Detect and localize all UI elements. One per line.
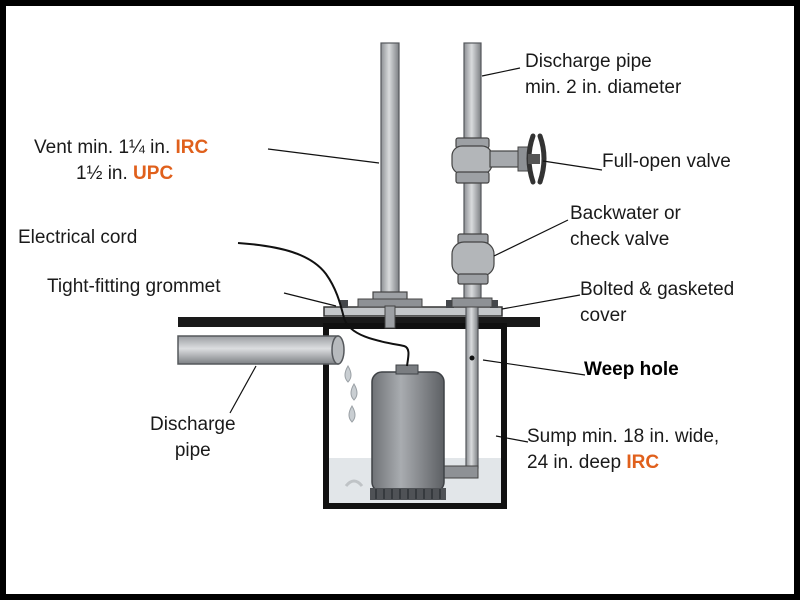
leader-discharge-top — [481, 67, 521, 77]
label-grommet: Tight-fitting grommet — [47, 276, 221, 297]
label-vent-line2-text: 1½ in. — [76, 162, 134, 184]
label-discharge-pipe-side: Discharge pipe — [150, 412, 236, 463]
cover-bolts — [340, 300, 498, 308]
leader-full-open-valve — [542, 160, 603, 171]
label-vent: Vent min. 1¼ in. IRC 1½ in. UPC — [34, 135, 208, 186]
electrical-cord — [237, 242, 410, 367]
label-sump-line2: 24 in. deep IRC — [527, 450, 719, 476]
vent-pipe — [357, 42, 423, 329]
label-discharge-side-line2: pipe — [174, 439, 211, 461]
label-sump-line1: Sump min. 18 in. wide, — [527, 426, 720, 447]
label-full-open-valve: Full-open valve — [602, 151, 731, 172]
label-discharge-pipe-top-line1: Discharge pipe — [525, 51, 652, 72]
label-weep-hole: Weep hole — [584, 359, 679, 380]
code-irc-sump: IRC — [626, 451, 660, 473]
leader-cover — [501, 294, 581, 310]
label-sump-line2-text: 24 in. deep — [527, 451, 627, 473]
label-vent-line1-text: Vent min. 1¼ in. — [34, 137, 176, 158]
floor-slab — [178, 317, 540, 327]
label-sump: Sump min. 18 in. wide, 24 in. deep IRC — [527, 424, 719, 475]
leader-check-valve — [493, 219, 569, 257]
label-backwater-valve: Backwater or check valve — [570, 201, 681, 252]
code-upc: UPC — [133, 162, 174, 184]
sump-pump — [370, 364, 446, 500]
sump-pump-diagram — [177, 42, 603, 509]
leader-lines — [229, 67, 603, 443]
label-cover: Bolted & gasketed cover — [580, 277, 734, 328]
leader-vent — [267, 148, 380, 164]
label-cover-line2: cover — [580, 304, 627, 326]
leader-weep-hole — [482, 359, 586, 376]
label-electrical-cord: Electrical cord — [18, 227, 138, 248]
discharge-pipe-vertical — [441, 42, 493, 479]
leader-side-discharge — [229, 365, 257, 414]
water-drops — [344, 365, 358, 423]
leader-sump — [495, 435, 529, 443]
label-backwater-line1: Backwater or — [570, 203, 681, 224]
code-irc-vent: IRC — [175, 137, 209, 158]
label-discharge-pipe-top-line2: min. 2 in. diameter — [525, 76, 682, 98]
label-vent-line1: Vent min. 1¼ in. IRC — [34, 135, 208, 161]
side-discharge-pipe — [177, 335, 345, 365]
label-vent-line2: 1½ in. UPC — [34, 161, 208, 187]
label-discharge-side-line1: Discharge — [150, 414, 236, 435]
label-backwater-line2: check valve — [570, 228, 670, 250]
label-discharge-pipe-top: Discharge pipe min. 2 in. diameter — [525, 49, 681, 100]
label-cover-line1: Bolted & gasketed — [580, 279, 735, 300]
check-valve — [451, 233, 495, 285]
weep-hole — [469, 355, 475, 361]
full-open-valve — [451, 133, 547, 185]
leader-grommet — [283, 292, 337, 307]
